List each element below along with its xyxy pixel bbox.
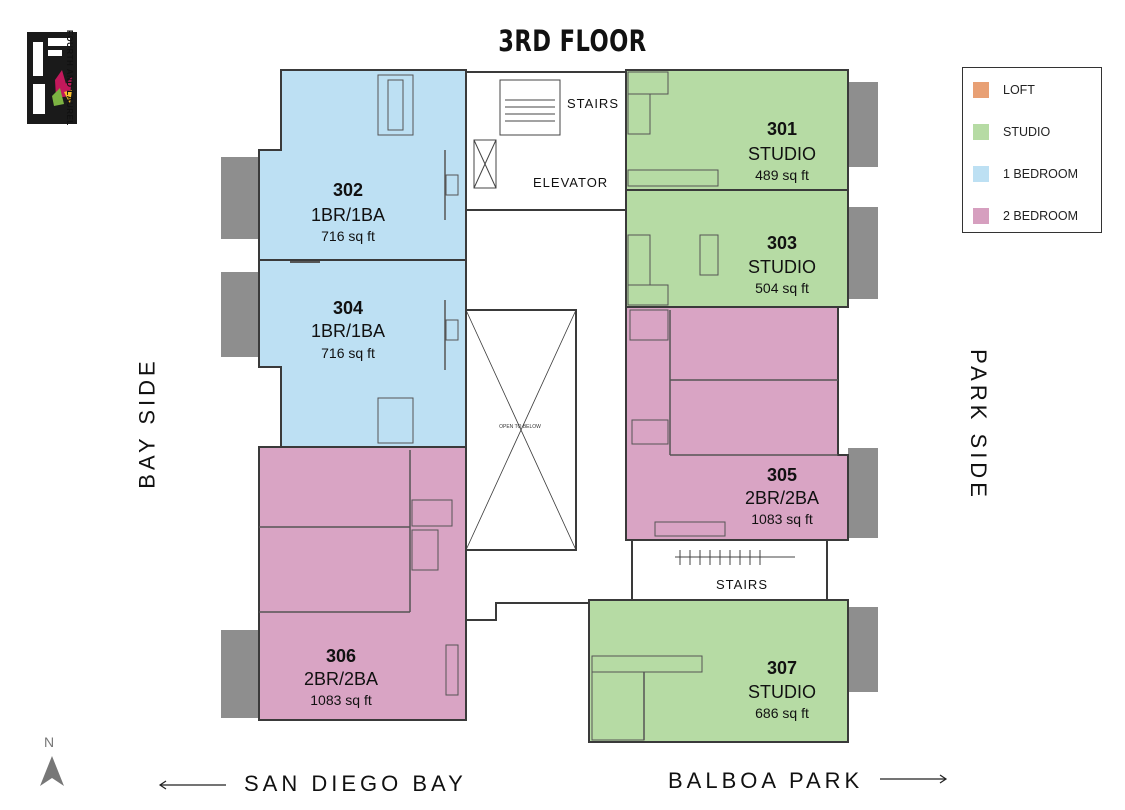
bay-side-label: BAY SIDE	[134, 357, 160, 489]
compass-label: N	[44, 734, 55, 750]
unit-302-area: 716 sq ft	[321, 228, 375, 244]
legend-swatch-1-bedroom	[973, 166, 989, 182]
legend-label-1-bedroom: 1 BEDROOM	[1003, 167, 1079, 181]
san-diego-bay-label: SAN DIEGO BAY	[244, 771, 467, 796]
legend-swatch-2-bedroom	[973, 208, 989, 224]
unit-307-shape[interactable]	[588, 599, 849, 743]
direction-arrows	[158, 774, 948, 790]
unit-303-number[interactable]: 303	[766, 233, 798, 253]
logo	[27, 32, 77, 124]
legend-label-2-bedroom: 2 BEDROOM	[1003, 209, 1079, 223]
unit-305-shape[interactable]	[625, 306, 849, 541]
balconies	[221, 82, 878, 718]
open-to-below-label: OPEN TO BELOW	[499, 424, 541, 430]
legend-label-studio: STUDIO	[1003, 125, 1051, 139]
stairs-top-label: STAIRS	[567, 96, 619, 111]
unit-304-type: 1BR/1BA	[310, 321, 386, 341]
stairs-top-drawing	[473, 79, 561, 189]
balboa-park-label: BALBOA PARK	[668, 768, 864, 793]
unit-301-type: STUDIO	[747, 144, 816, 164]
unit-302-number[interactable]: 302	[332, 180, 364, 200]
unit-305-number[interactable]: 305	[766, 465, 798, 485]
unit-305-type: 2BR/2BA	[744, 488, 820, 508]
unit-306-area: 1083 sq ft	[310, 692, 372, 708]
unit-304-number[interactable]: 304	[332, 298, 364, 318]
elevator-label: ELEVATOR	[533, 175, 609, 190]
legend-swatch-studio	[973, 124, 989, 140]
north-arrow-icon	[40, 756, 64, 786]
legend-swatch-loft	[973, 82, 989, 98]
unit-301-area: 489 sq ft	[755, 167, 809, 183]
unit-305-area: 1083 sq ft	[751, 511, 813, 527]
unit-306-type: 2BR/2BA	[303, 669, 379, 689]
stairs-bottom-label: STAIRS	[716, 577, 768, 592]
legend-label-loft: LOFT	[1003, 83, 1035, 97]
stairs-bottom-drawing	[675, 550, 795, 565]
unit-301-number[interactable]: 301	[766, 119, 798, 139]
unit-307-number[interactable]: 307	[766, 658, 798, 678]
unit-307-type: STUDIO	[747, 682, 816, 702]
unit-303-shape[interactable]	[625, 189, 849, 308]
logo-text: FOURTH AND LAUREL	[65, 30, 74, 126]
unit-306-number[interactable]: 306	[325, 646, 357, 666]
unit-303-area: 504 sq ft	[755, 280, 809, 296]
legend: LOFT STUDIO 1 BEDROOM 2 BEDROOM	[962, 67, 1102, 233]
unit-303-type: STUDIO	[747, 257, 816, 277]
park-side-label: PARK SIDE	[965, 349, 991, 501]
unit-306-shape[interactable]	[258, 446, 467, 721]
unit-302-type: 1BR/1BA	[310, 205, 386, 225]
unit-304-area: 716 sq ft	[321, 345, 375, 361]
unit-307-area: 686 sq ft	[755, 705, 809, 721]
page-title: 3RD FLOOR	[498, 24, 647, 58]
